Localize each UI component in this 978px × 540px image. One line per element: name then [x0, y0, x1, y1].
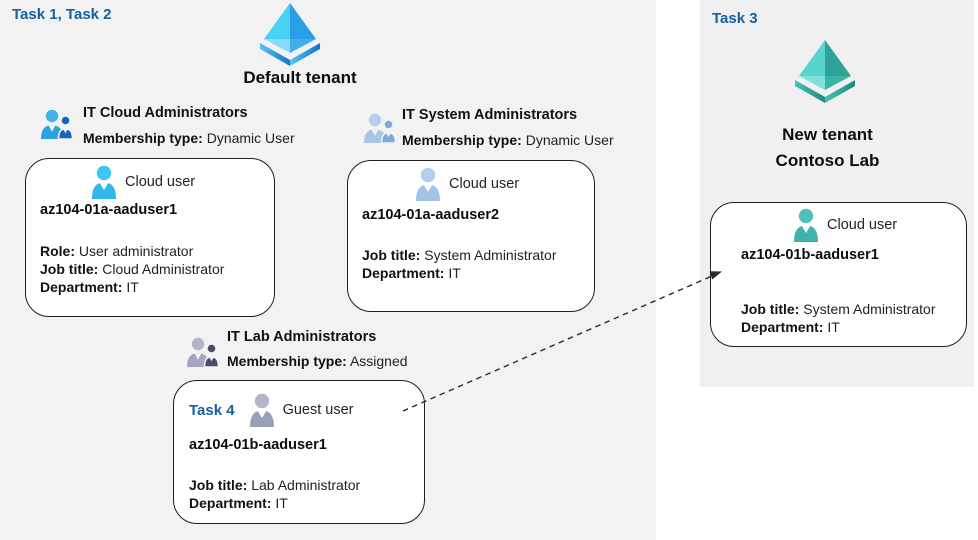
membership-type-label: Membership type:: [83, 130, 203, 146]
group-icon-lab-admins: [186, 337, 220, 369]
group-membership-lab-admins: Membership type: Assigned: [227, 353, 408, 369]
user-type-label: Guest user: [282, 402, 354, 418]
field-label: Job title:: [741, 301, 800, 317]
username: az104-01b-aaduser1: [741, 247, 879, 263]
field-label: Department:: [40, 279, 123, 295]
azure-ad-tenant-icon: [256, 2, 324, 66]
field-value: System Administrator: [803, 301, 936, 317]
user-card-aaduser1: Cloud user az104-01a-aaduser1 Role: User…: [25, 158, 275, 317]
field-value: IT: [448, 265, 461, 281]
username: az104-01a-aaduser1: [40, 202, 178, 218]
user-type-label: Cloud user: [827, 217, 898, 233]
field-value: IT: [126, 279, 139, 295]
new-tenant-user-card: Cloud user az104-01b-aaduser1 Job title:…: [710, 202, 967, 347]
field-job-title: Job title: System Administrator: [362, 247, 557, 263]
new-tenant-title-line1: New tenant: [782, 125, 873, 144]
default-tenant-title: Default tenant: [243, 68, 357, 87]
user-type-label: Cloud user: [125, 174, 196, 190]
field-value: IT: [827, 319, 840, 335]
cloud-user-icon: [792, 208, 820, 242]
username: az104-01b-aaduser1: [189, 437, 327, 453]
task-4-label: Task 4: [189, 401, 235, 419]
group-name-cloud-admins: IT Cloud Administrators: [83, 105, 248, 121]
field-label: Job title:: [189, 477, 248, 493]
membership-type-value: Assigned: [349, 353, 408, 369]
field-value: Cloud Administrator: [102, 261, 225, 277]
field-label: Department:: [189, 495, 272, 511]
field-department: Department: IT: [189, 495, 288, 511]
cloud-user-icon: [414, 167, 442, 201]
guest-user-card: Task 4 Guest user az104-01b-aaduser1 Job…: [173, 380, 425, 524]
field-job-title: Job title: System Administrator: [741, 301, 936, 317]
group-icon-system-admins: [363, 113, 397, 145]
field-label: Job title:: [362, 247, 421, 263]
user-type-label: Cloud user: [449, 176, 520, 192]
group-membership-system-admins: Membership type: Dynamic User: [402, 132, 614, 148]
field-department: Department: IT: [362, 265, 461, 281]
membership-type-value: Dynamic User: [525, 132, 614, 148]
field-job-title: Job title: Cloud Administrator: [40, 261, 224, 277]
field-label: Role:: [40, 243, 75, 259]
username: az104-01a-aaduser2: [362, 207, 500, 223]
task-3-label: Task 3: [712, 10, 758, 27]
group-icon-cloud-admins: [40, 109, 74, 141]
field-label: Job title:: [40, 261, 99, 277]
field-job-title: Job title: Lab Administrator: [189, 477, 360, 493]
field-value: System Administrator: [424, 247, 557, 263]
field-role: Role: User administrator: [40, 243, 193, 259]
membership-type-label: Membership type:: [227, 353, 347, 369]
new-tenant-icon: [791, 38, 859, 104]
field-label: Department:: [362, 265, 445, 281]
field-value: IT: [275, 495, 288, 511]
group-membership-cloud-admins: Membership type: Dynamic User: [83, 130, 295, 146]
field-value: User administrator: [78, 243, 194, 259]
field-department: Department: IT: [40, 279, 139, 295]
task-1-2-label: Task 1, Task 2: [12, 6, 112, 23]
guest-user-icon: [248, 393, 276, 427]
membership-type-value: Dynamic User: [206, 130, 295, 146]
membership-type-label: Membership type:: [402, 132, 522, 148]
field-label: Department:: [741, 319, 824, 335]
field-department: Department: IT: [741, 319, 840, 335]
user-card-aaduser2: Cloud user az104-01a-aaduser2 Job title:…: [347, 160, 595, 312]
group-name-lab-admins: IT Lab Administrators: [227, 329, 377, 345]
cloud-user-icon: [90, 165, 118, 199]
field-value: Lab Administrator: [251, 477, 361, 493]
new-tenant-title-line2: Contoso Lab: [775, 151, 880, 170]
group-name-system-admins: IT System Administrators: [402, 107, 578, 123]
